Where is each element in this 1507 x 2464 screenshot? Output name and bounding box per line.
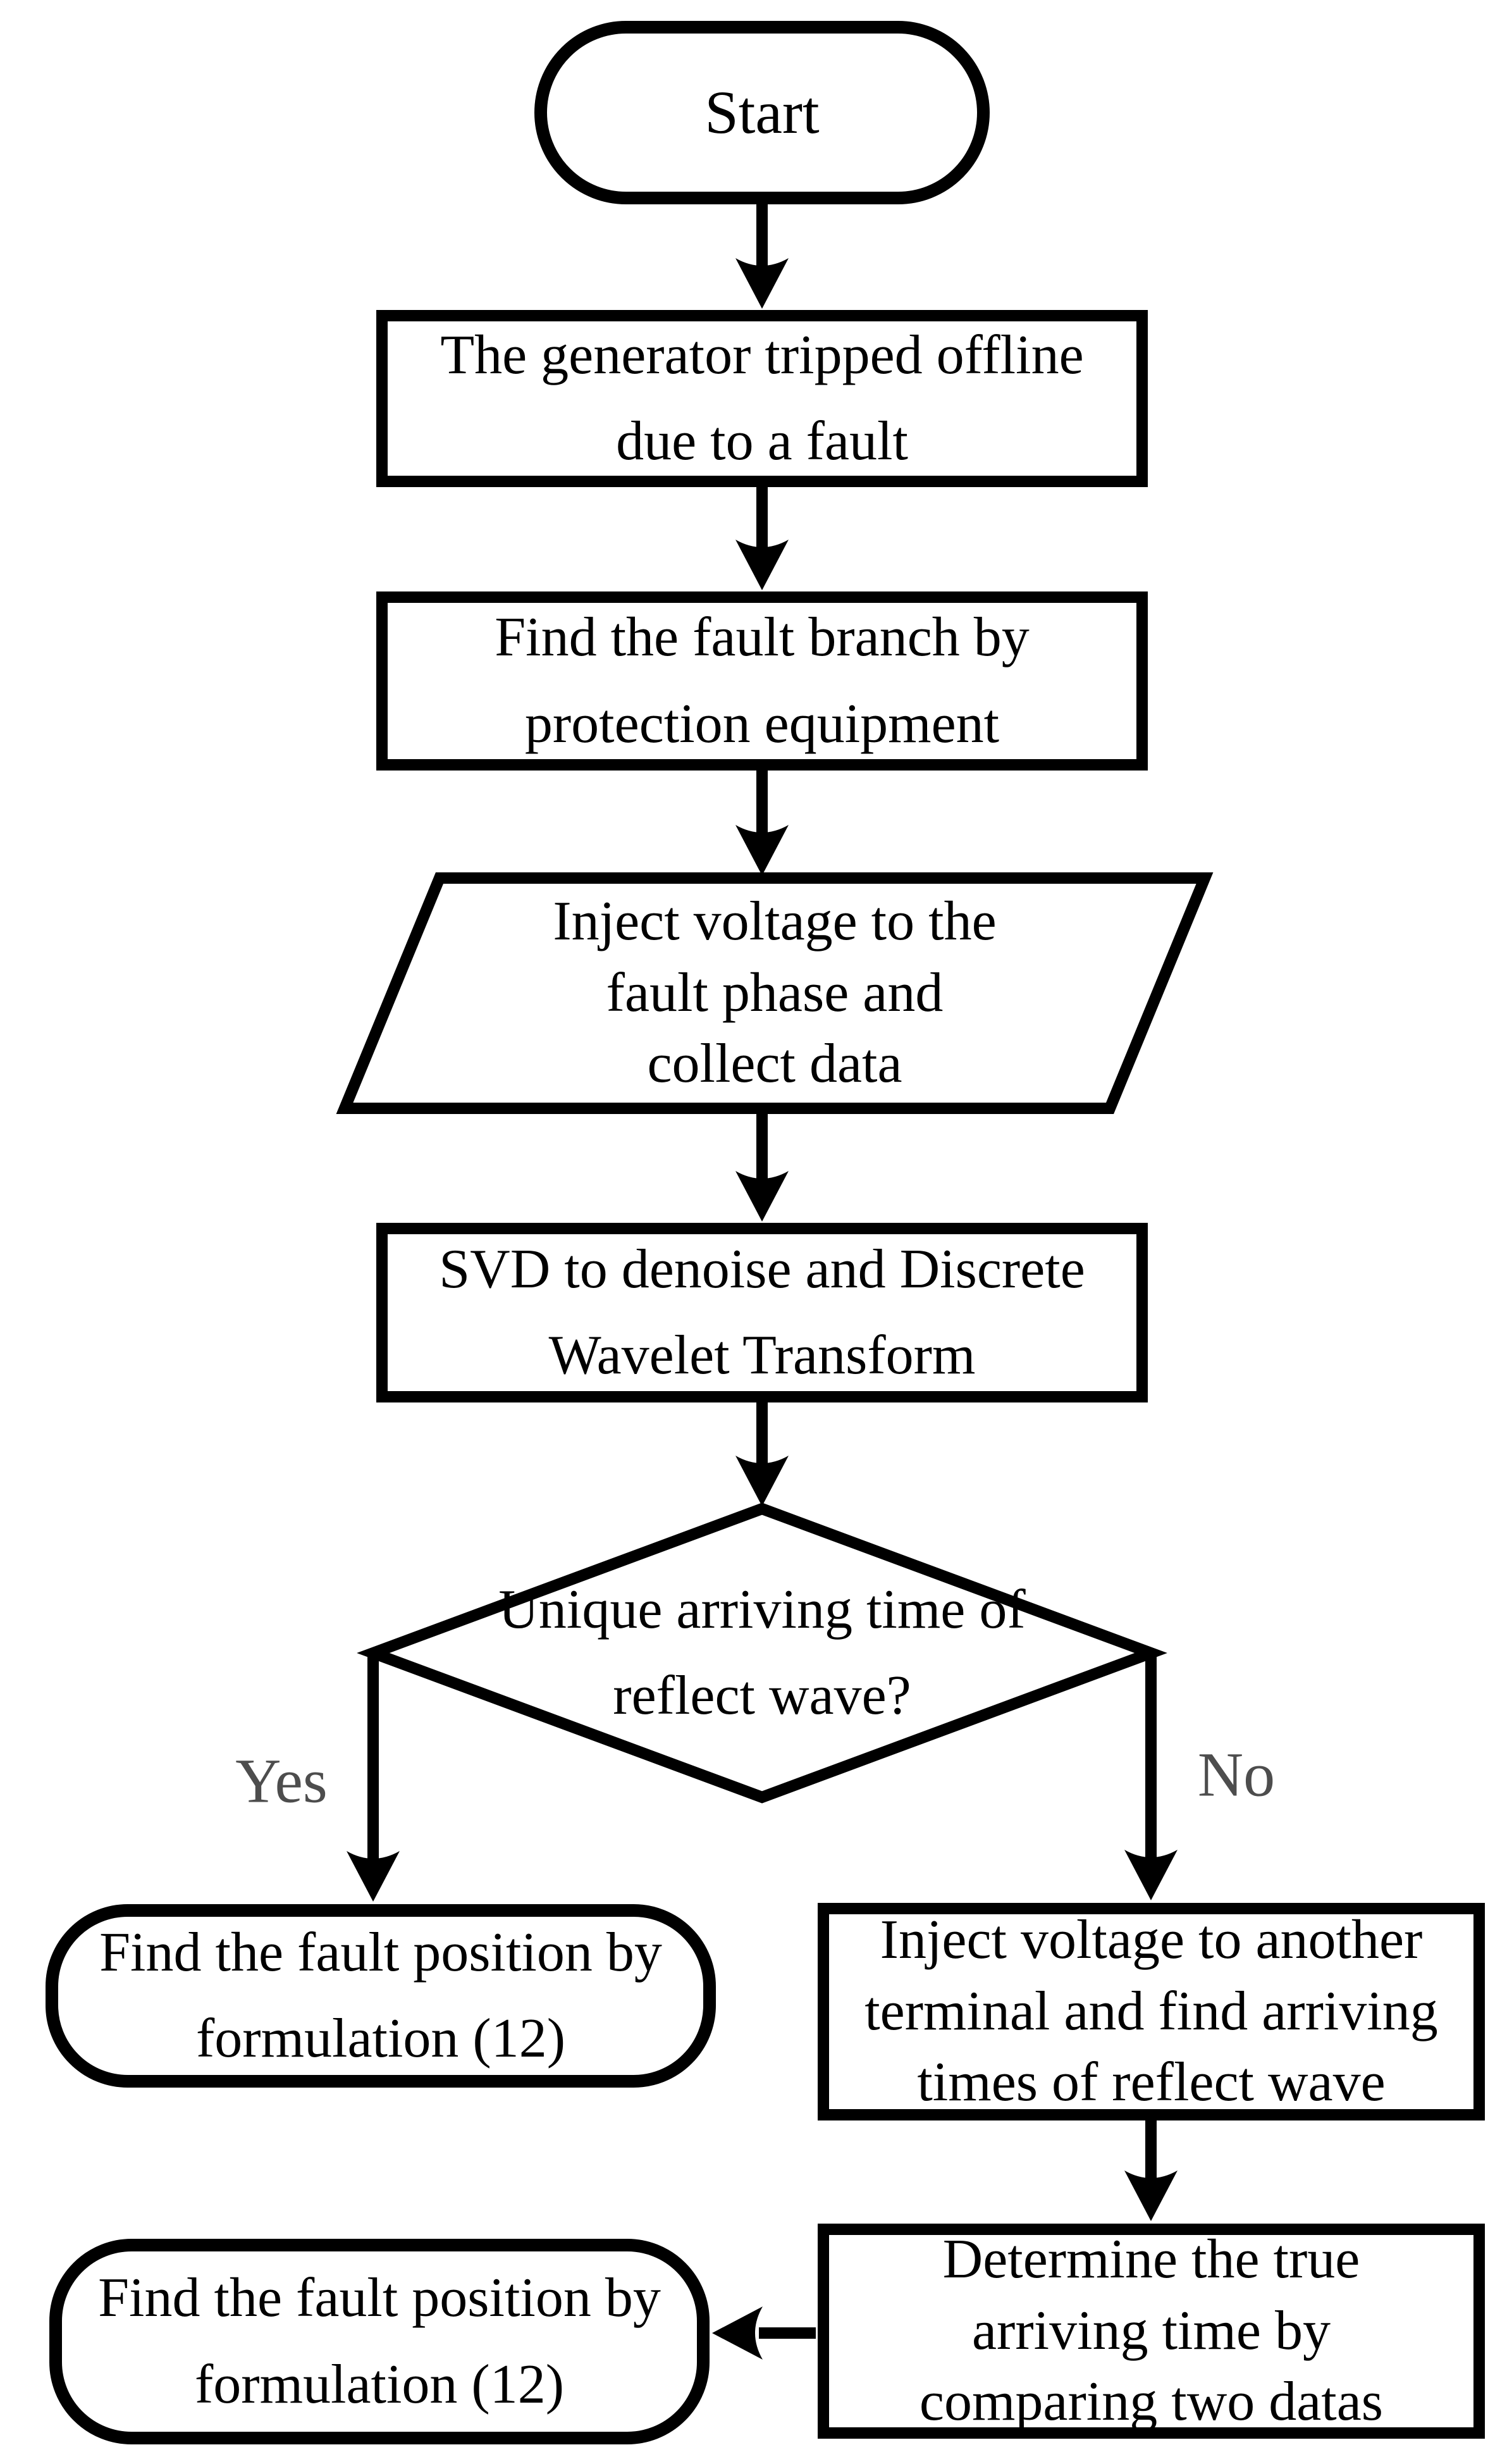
arrow-inject-to-svd — [735, 1107, 789, 1222]
node-label-line: protection equipment — [524, 693, 1000, 755]
node-inject-voltage-fault-phase: Inject voltage to the fault phase and co… — [345, 878, 1205, 1108]
node-label-line: due to a fault — [616, 411, 908, 472]
node-label-line: The generator tripped offline — [440, 324, 1084, 386]
node-label-line: times of reflect wave — [917, 2052, 1386, 2114]
node-label-line: Find the fault position by — [99, 1921, 662, 1983]
arrow-start-to-tripped — [735, 201, 789, 309]
node-label-line: Determine the true — [942, 2229, 1360, 2291]
node-start: Start — [534, 21, 990, 204]
node-unique-arriving-time: Unique arriving time of reflect wave? — [373, 1509, 1151, 1797]
node-label-line: SVD to denoise and Discrete — [439, 1238, 1085, 1300]
branch-label-no: No — [1197, 1739, 1276, 1810]
node-label-line: Wavelet Transform — [548, 1325, 976, 1386]
arrow-inject-to-determine — [1124, 2119, 1178, 2221]
node-generator-tripped: The generator tripped offline due to a f… — [376, 310, 1148, 487]
node-label-line: reflect wave? — [613, 1665, 911, 1726]
node-find-fault-position-no: Find the fault position by formulation (… — [49, 2239, 710, 2444]
arrow-yes-branch — [347, 1653, 400, 1902]
diamond-shape — [357, 1502, 1167, 1804]
arrow-no-branch — [1124, 1653, 1178, 1900]
arrow-determine-to-position — [712, 2306, 816, 2360]
node-label-line: formulation (12) — [194, 2353, 565, 2415]
node-label-line: Unique arriving time of — [498, 1578, 1026, 1640]
node-label-line: Inject voltage to the — [553, 891, 997, 953]
node-svd-denoise-dwt: SVD to denoise and Discrete Wavelet Tran… — [376, 1223, 1148, 1402]
node-label-line: formulation (12) — [195, 2008, 566, 2069]
node-label-line: arriving time by — [972, 2300, 1331, 2362]
parallelogram-shape — [336, 872, 1214, 1114]
node-label-line: Inject voltage to another — [880, 1909, 1423, 1971]
arrow-svd-to-decision — [735, 1401, 789, 1506]
node-label-line: collect data — [647, 1033, 902, 1095]
node-inject-another-terminal: Inject voltage to another terminal and f… — [818, 1903, 1485, 2120]
node-determine-true-time: Determine the true arriving time by comp… — [818, 2224, 1485, 2439]
node-find-fault-position-yes: Find the fault position by formulation (… — [46, 1904, 716, 2088]
arrow-branch-to-inject — [735, 769, 789, 876]
branch-label-yes: Yes — [235, 1745, 328, 1816]
node-label-line: Start — [704, 78, 820, 146]
node-label-line: comparing two datas — [919, 2371, 1384, 2433]
node-label-line: Find the fault position by — [98, 2267, 661, 2329]
arrow-tripped-to-branch — [735, 486, 789, 590]
node-label-line: terminal and find arriving — [864, 1980, 1438, 2042]
node-find-fault-branch: Find the fault branch by protection equi… — [376, 591, 1148, 771]
node-label-line: fault phase and — [606, 962, 944, 1024]
node-label-line: Find the fault branch by — [495, 607, 1030, 669]
